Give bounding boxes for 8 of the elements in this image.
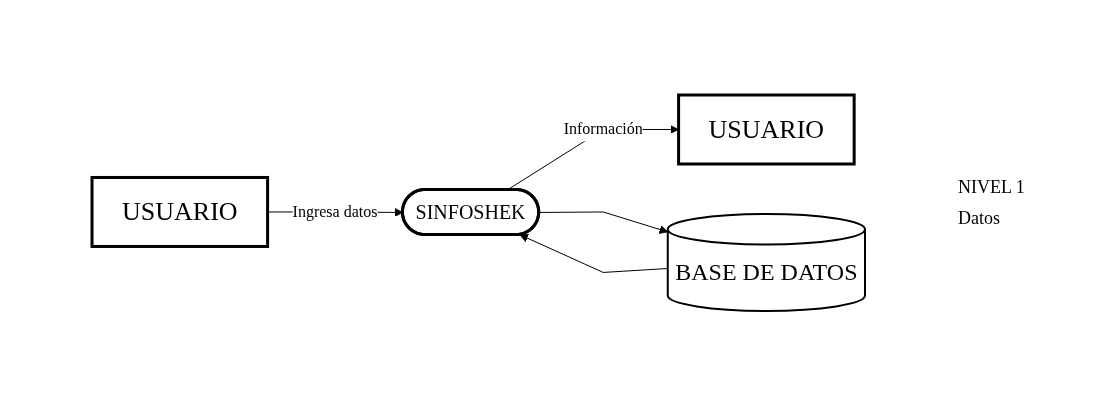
edge-label: Ingresa datos: [293, 203, 378, 221]
node-box: USUARIO: [91, 176, 270, 248]
note-text: Datos: [958, 208, 1001, 229]
arrow: [539, 211, 669, 234]
node-box: USUARIO: [677, 93, 857, 166]
note-text: NIVEL 1: [958, 177, 1026, 198]
arrow: [520, 234, 669, 273]
edge-label: Información: [564, 120, 644, 138]
